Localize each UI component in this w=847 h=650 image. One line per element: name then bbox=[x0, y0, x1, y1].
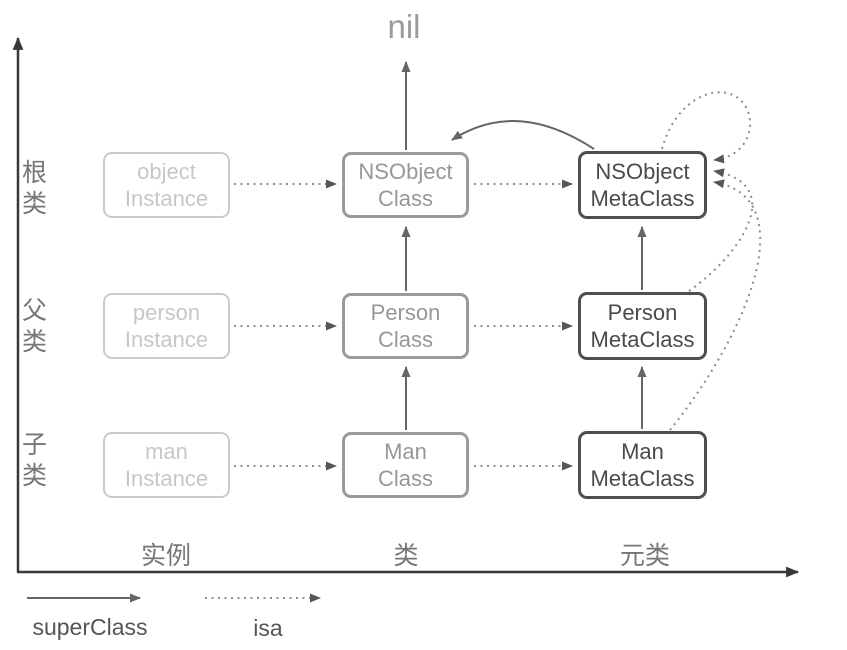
box-object-instance: object Instance bbox=[103, 152, 230, 218]
box-label-line: person bbox=[132, 300, 201, 325]
box-man-instance: man Instance bbox=[103, 432, 230, 498]
box-person-metaclass: Person MetaClass bbox=[578, 292, 707, 360]
box-label-line: Man bbox=[621, 439, 664, 464]
arrow-manmeta-isa-nsobjectmeta bbox=[669, 179, 762, 431]
box-label-line: MetaClass bbox=[590, 466, 695, 491]
legend-superclass-label: superClass bbox=[32, 614, 148, 640]
box-man-class: Man Class bbox=[342, 432, 469, 498]
arrow-nsobjectmeta-self-loop bbox=[661, 91, 752, 164]
y-axis-label-parent-class: 父类 bbox=[21, 297, 47, 356]
x-axis-label-class: 类 bbox=[393, 542, 419, 570]
box-label-line: MetaClass bbox=[590, 186, 695, 211]
box-label-line: Instance bbox=[124, 327, 209, 352]
box-label-line: Instance bbox=[124, 186, 209, 211]
box-label-line: Class bbox=[377, 327, 433, 352]
isa-arrows bbox=[234, 91, 762, 471]
x-axis-label-metaclass: 元类 bbox=[619, 542, 670, 570]
arrow-personmeta-isa-nsobjectmeta bbox=[688, 168, 754, 292]
superclass-arrows bbox=[401, 61, 647, 430]
box-label-line: NSObject bbox=[358, 159, 453, 184]
box-label-line: object bbox=[137, 159, 196, 184]
box-label-line: MetaClass bbox=[590, 327, 695, 352]
y-axis-label-root-class: 根类 bbox=[21, 159, 47, 218]
nil-label: nil bbox=[387, 8, 421, 45]
box-label-line: NSObject bbox=[595, 159, 690, 184]
box-person-class: Person Class bbox=[342, 293, 469, 359]
box-label-line: man bbox=[145, 439, 188, 464]
box-label-line: Instance bbox=[124, 466, 209, 491]
y-axis-label-child-class: 子类 bbox=[21, 431, 47, 490]
legend-isa-label: isa bbox=[253, 615, 283, 641]
box-nsobject-class: NSObject Class bbox=[342, 152, 469, 218]
box-person-instance: person Instance bbox=[103, 293, 230, 359]
x-axis-label-instance: 实例 bbox=[140, 542, 191, 570]
arrow-nsobjectmeta-to-nsobjectclass bbox=[451, 120, 595, 150]
box-man-metaclass: Man MetaClass bbox=[578, 431, 707, 499]
box-nsobject-metaclass: NSObject MetaClass bbox=[578, 151, 707, 219]
box-label-line: Person bbox=[370, 300, 441, 325]
box-label-line: Person bbox=[607, 300, 678, 325]
box-label-line: Man bbox=[384, 439, 427, 464]
box-label-line: Class bbox=[377, 186, 433, 211]
box-label-line: Class bbox=[377, 466, 433, 491]
